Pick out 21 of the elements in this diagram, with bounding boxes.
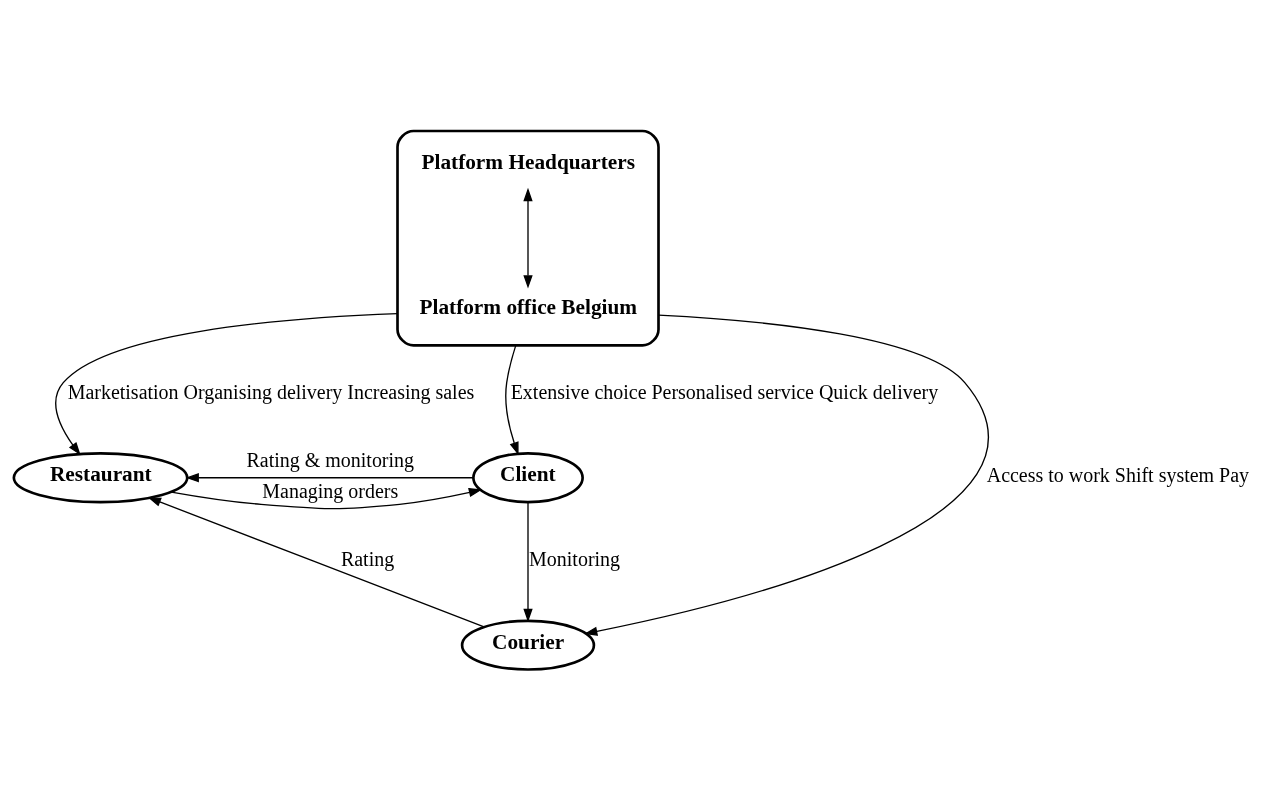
- arrow: [523, 187, 533, 289]
- node-text: Platform Headquarters: [421, 149, 635, 174]
- edge-label: Marketisation Organising delivery Increasing sales: [67, 380, 475, 403]
- edge-label: Rating: [340, 547, 395, 570]
- edge-label: Rating & monitoring: [246, 448, 415, 471]
- node-ellipse: Courier: [460, 619, 596, 671]
- node-text: Platform office Belgium: [419, 294, 638, 319]
- cluster: [396, 129, 660, 347]
- arrow: [523, 501, 533, 622]
- edge-label: Managing orders: [262, 479, 399, 502]
- edge-label: Extensive choice Personalised service Quick delivery: [510, 380, 939, 403]
- arrow: [55, 312, 399, 455]
- arrow: [185, 472, 474, 482]
- edge-label: Access to work Shift system Pay: [986, 463, 1250, 486]
- arrow: [584, 313, 989, 636]
- node-ellipse: Restaurant: [12, 451, 189, 503]
- arrow: [147, 496, 485, 628]
- edge-label: Monitoring: [529, 547, 621, 570]
- node-ellipse: Client: [472, 451, 584, 503]
- arrow: [170, 487, 483, 509]
- arrow: [505, 344, 519, 455]
